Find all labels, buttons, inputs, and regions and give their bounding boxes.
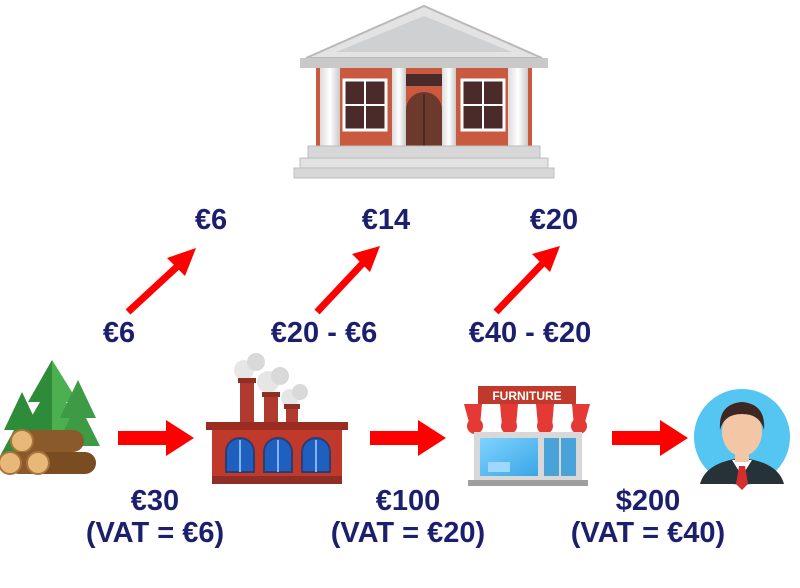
flow-arrow-3 (612, 420, 688, 456)
stage-price-3: $200 (VAT = €40) (548, 485, 748, 550)
shop-sign-text: FURNITURE (492, 389, 561, 403)
stage-price-3-value: $200 (615, 485, 681, 517)
consumer-avatar-icon (694, 389, 790, 490)
tax-amount-1: €6 (194, 204, 228, 236)
tax-amount-3: €20 (529, 204, 579, 236)
stage-price-3-vat: (VAT = €40) (570, 516, 726, 549)
input-calc-1: €6 (102, 317, 136, 349)
factory-icon (206, 353, 348, 484)
stage-price-2-value: €100 (375, 485, 441, 517)
tax-amount-2: €14 (361, 204, 411, 236)
stage-price-2-vat: (VAT = €20) (330, 516, 486, 549)
logs-and-trees-icon (0, 360, 100, 475)
stage-price-1: €30 (VAT = €6) (60, 485, 250, 550)
stage-price-1-value: €30 (130, 485, 180, 517)
government-building-icon (293, 4, 555, 179)
flow-arrow-1 (118, 420, 194, 456)
tax-arrow-3 (493, 246, 560, 315)
stage-price-2: €100 (VAT = €20) (308, 485, 508, 550)
stage-price-1-vat: (VAT = €6) (85, 516, 225, 549)
tax-arrow-1 (125, 248, 196, 315)
tax-arrow-2 (314, 246, 380, 315)
furniture-store-icon (464, 386, 590, 486)
flow-arrow-2 (370, 420, 446, 456)
input-calc-2: €20 - €6 (270, 317, 378, 349)
input-calc-3: €40 - €20 (468, 317, 592, 349)
